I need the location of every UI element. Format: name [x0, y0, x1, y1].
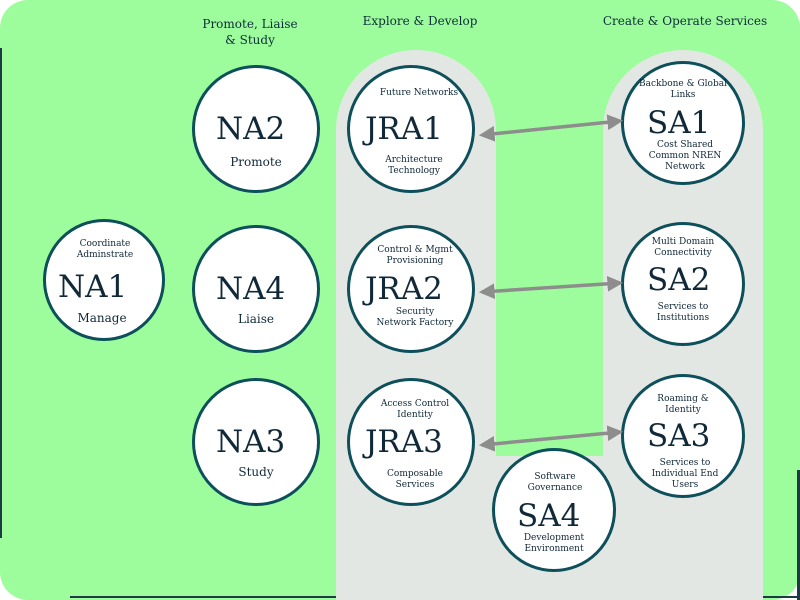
sa1-title: SA1 [647, 105, 711, 141]
na1-bottom-label: Manage [77, 311, 127, 325]
node-na1 [43, 219, 165, 341]
sa2-bottom-label: Services to Institutions [656, 302, 710, 323]
header-create: Create & Operate Services [602, 14, 768, 28]
jra3-top-label: Access Control Identity [380, 399, 450, 420]
jra1-title: JRA1 [365, 111, 443, 147]
sa4-title: SA4 [517, 498, 581, 534]
jra1-bottom-label: Architecture Technology [385, 155, 443, 176]
na4-bottom-label: Liaise [237, 312, 275, 326]
na2-title: NA2 [216, 111, 286, 147]
node-jra1 [347, 65, 475, 193]
sa1-bottom-label: Cost Shared Common NREN Network [648, 140, 722, 172]
sa3-bottom-label: Services to Individual End Users [651, 458, 719, 490]
sa4-bottom-label: Development Environment [523, 533, 585, 554]
jra2-bottom-label: Security Network Factory [376, 307, 454, 328]
jra2-title: JRA2 [365, 271, 443, 307]
na2-bottom-label: Promote [230, 155, 282, 169]
na3-bottom-label: Study [238, 465, 274, 479]
arrow-jra1-sa1 [478, 114, 624, 142]
node-jra3 [347, 378, 475, 506]
sa3-top-label: Roaming & Identity [657, 394, 709, 415]
node-na3 [192, 378, 320, 506]
jra2-top-label: Control & Mgmt Provisioning [377, 245, 453, 266]
header-promote: Promote, Liaise & Study [202, 17, 298, 47]
arrow-jra2-sa2 [478, 275, 624, 300]
sa2-top-label: Multi Domain Connectivity [651, 237, 715, 258]
na4-title: NA4 [216, 271, 286, 307]
arrow-jra3-sa3 [478, 425, 624, 452]
sa3-title: SA3 [647, 418, 711, 454]
right-edge-line [797, 470, 800, 600]
na1-title: NA1 [58, 269, 128, 305]
node-na2 [192, 65, 320, 193]
sa1-top-label: Backbone & Global Links [638, 79, 727, 100]
jra1-top-label: Future Networks [379, 88, 459, 98]
sa2-title: SA2 [647, 262, 711, 298]
jra3-title: JRA3 [365, 424, 443, 460]
header-explore: Explore & Develop [362, 14, 478, 28]
na1-top-label: Coordinate Adminstrate [76, 239, 134, 260]
node-na4 [192, 225, 320, 353]
sa4-top-label: Software Governance [527, 472, 583, 493]
jra3-bottom-label: Composable Services [387, 469, 443, 490]
na3-title: NA3 [216, 424, 286, 460]
left-edge-line [0, 48, 2, 538]
node-jra2 [347, 225, 475, 353]
